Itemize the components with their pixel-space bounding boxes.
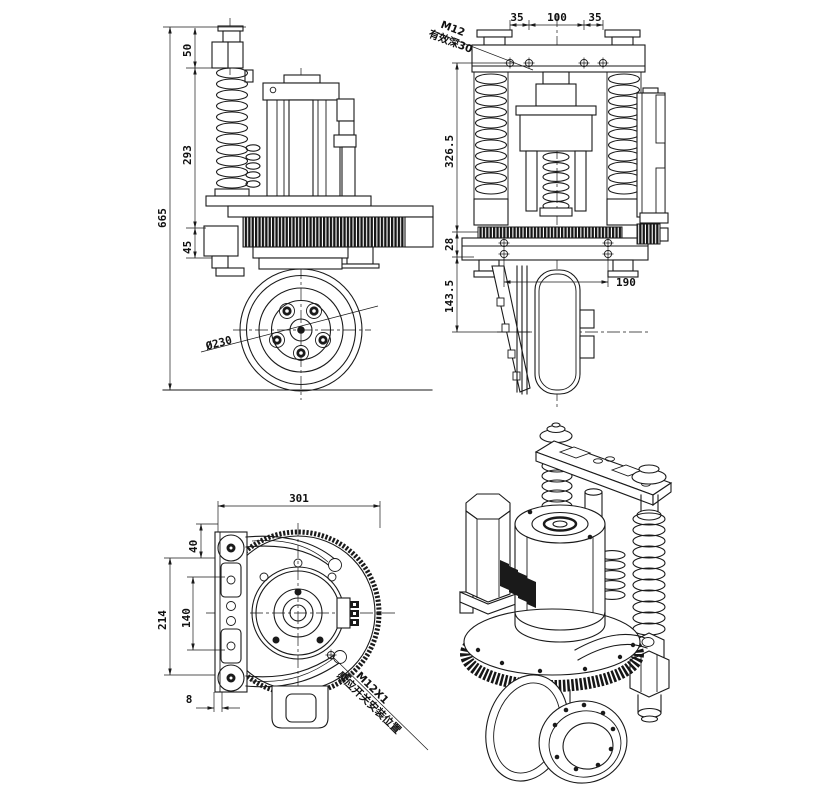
clamp-arm-bottom [245,650,347,688]
top-mounting-plate [471,29,646,73]
dim-bracket-height: 45 [181,241,194,254]
iso-stepper-motor [459,493,517,615]
wheel-bolt [315,332,331,348]
dim-spring-length: 293 [181,145,194,165]
iso-top-bar [534,422,673,516]
dim-mount-span: 214 [156,610,169,630]
motor-connector [336,597,359,629]
dim-cap-height: 50 [181,44,194,57]
secondary-spring [245,144,261,188]
iso-main-motor [514,504,606,631]
fork-plate [252,246,349,259]
dim-overall-height: 665 [156,208,169,228]
wheel-bolt [279,303,295,319]
dim-suspension-height: 326.5 [443,135,456,168]
dim-slot-spacing: 140 [180,608,193,628]
gear-and-base-plate [461,226,649,278]
iso-cable-connectors [500,560,536,608]
iso-wheel [485,674,628,784]
wheel-bolt [293,345,309,361]
dim-wheel-offset: 143.5 [443,280,456,313]
wheel-bolt [269,332,285,348]
controller-box [636,87,669,245]
iso-gear-ring [460,608,655,692]
dim-pulley-offset: 40 [187,540,200,553]
plan-view: 301 40 140 214 8 M12X1 感应开关安装位置 [156,492,429,751]
dim-bolt-span: 190 [616,276,636,289]
dim-bolt-right: 35 [588,11,601,24]
side-bracket [203,225,245,277]
spring-cap [211,25,254,83]
wheel-side-view [491,265,595,395]
wheel-bolt [306,303,322,319]
isometric-view [459,422,673,784]
side-elevation-view: 35 100 35 M12 有效深30 326.5 28 143.5 190 [427,11,669,408]
front-elevation-dimensions: 665 50 293 45 Ø230 [156,26,433,391]
dim-bolt-left: 35 [510,11,523,24]
dim-plate-section: 28 [443,238,456,251]
center-motor-column [515,71,597,217]
dim-plate-edge: 8 [186,693,193,706]
fork-plate [258,257,343,270]
front-elevation-view: 665 50 293 45 Ø230 [156,18,434,400]
mounting-plate [214,531,248,693]
steering-motor-section [262,74,357,197]
knurled-knob [636,223,661,245]
bottom-bracket [271,685,329,729]
iso-right-spring [632,509,666,636]
suspension-spring [214,67,250,197]
dim-bolt-center: 100 [547,11,567,24]
dim-overall-width: 301 [289,492,309,505]
drive-wheel [239,268,363,392]
dim-wheel-diameter: Ø230 [203,333,233,353]
clamp-arm-top [245,535,342,572]
turntable-gear-section [205,195,434,269]
